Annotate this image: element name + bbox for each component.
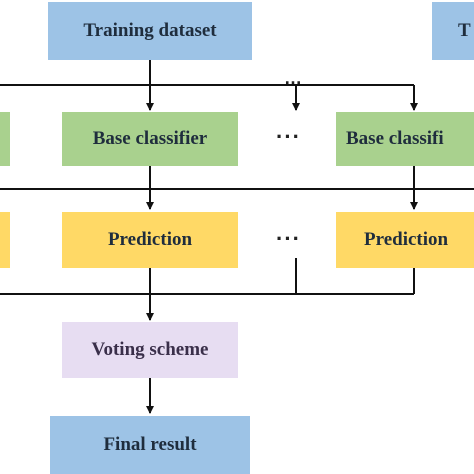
final-result-box: Final result	[50, 416, 250, 474]
prediction-box: Prediction	[62, 212, 238, 268]
training-dataset-box-right: T	[432, 2, 474, 60]
base-classifier-label-right: Base classifi	[346, 128, 444, 149]
final-result-label: Final result	[103, 434, 197, 455]
base-classifier-box: Base classifier	[62, 112, 238, 166]
prediction-box-right: Prediction	[336, 212, 474, 268]
base-classifier-box-left	[0, 112, 10, 166]
training-dataset-label-right: T	[458, 20, 471, 41]
prediction-ellipsis: ···	[276, 226, 301, 251]
base-classifier-label: Base classifier	[92, 128, 208, 149]
prediction-label: Prediction	[107, 229, 193, 250]
top-ellipsis: …	[284, 68, 303, 88]
base-classifier-box-right: Base classifi	[336, 112, 474, 166]
training-dataset-label: Training dataset	[83, 20, 217, 41]
prediction-label-right: Prediction	[364, 229, 449, 250]
voting-scheme-box: Voting scheme	[62, 322, 238, 378]
base-ellipsis: ···	[276, 124, 301, 149]
training-dataset-box: Training dataset	[48, 2, 252, 60]
prediction-box-left	[0, 212, 10, 268]
voting-scheme-label: Voting scheme	[91, 339, 209, 360]
